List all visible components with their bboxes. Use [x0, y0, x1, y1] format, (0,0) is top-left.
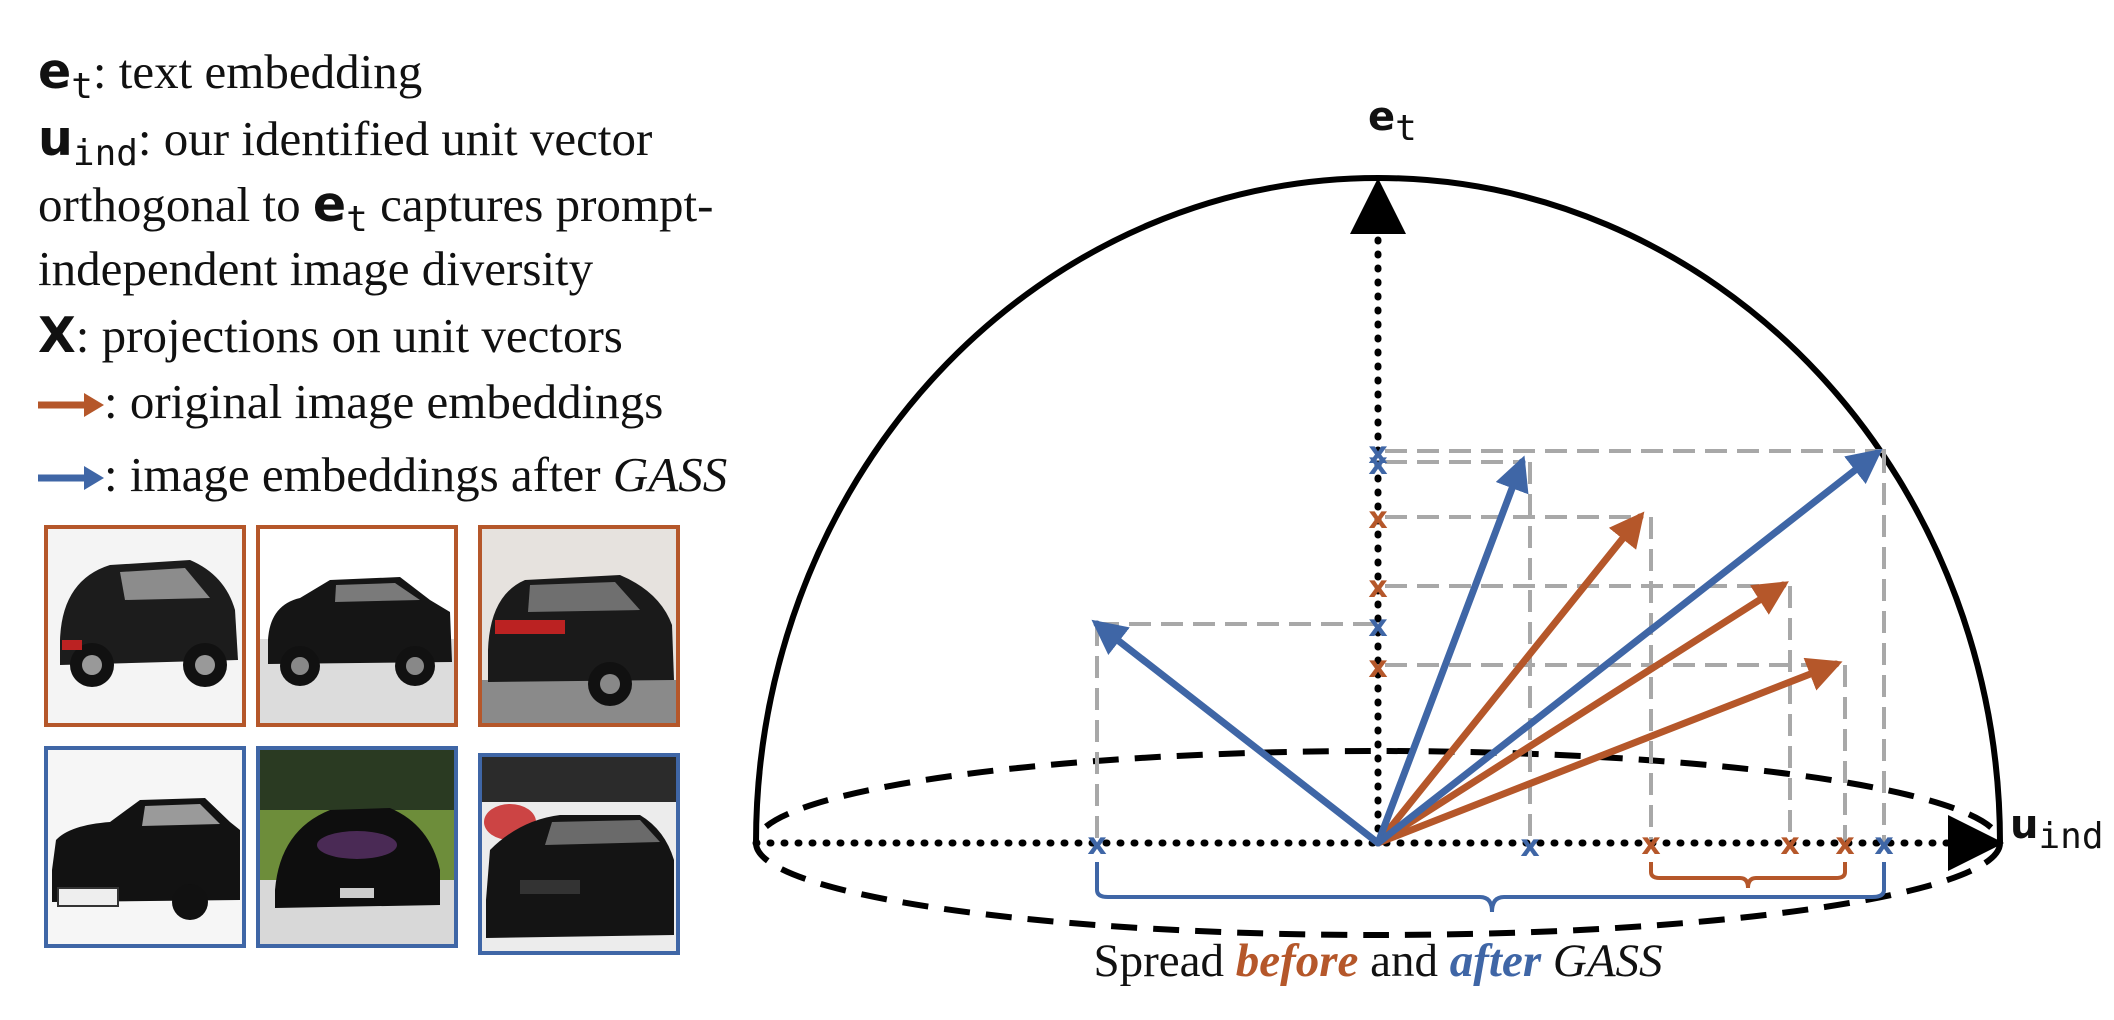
legend-blue-line: : image embeddings after GASS	[104, 447, 727, 502]
proj-mark-blue-v1: x	[1368, 436, 1387, 471]
orange-spread-brace	[1649, 862, 1847, 889]
car-photo-3	[478, 525, 680, 727]
thumbnail-grid	[44, 525, 680, 955]
legend-uind-line-3: independent image diversity	[38, 241, 594, 296]
proj-mark-blue-v2: x	[1368, 447, 1387, 482]
car-photo-6	[478, 753, 680, 955]
blue-arrow-icon	[38, 466, 104, 490]
car-photo-5	[256, 746, 458, 948]
proj-mark-orange-v1: x	[1368, 501, 1387, 536]
blue-spread-brace	[1095, 862, 1886, 913]
proj-mark-orange-v2: x	[1368, 570, 1387, 605]
proj-mark-blue-h2: x	[1520, 829, 1539, 864]
legend-orange-line: : original image embeddings	[104, 374, 663, 429]
proj-mark-orange-h3: x	[1835, 827, 1854, 862]
vertical-axis-label: et	[1368, 94, 1417, 149]
projection-marks: x x x x x x x x x x x x	[1087, 436, 1893, 864]
spread-caption: Spread before and after GASS	[1093, 935, 1662, 987]
legend: et: text embedding uind: our identified …	[38, 43, 727, 502]
blue-embedding-vector-1	[1091, 619, 1382, 847]
legend-x-line: X: projections on unit vectors	[38, 307, 623, 364]
legend-uind-line-1: uind: our identified unit vector	[38, 110, 652, 174]
car-photo-4	[44, 746, 246, 948]
proj-mark-orange-h1: x	[1641, 827, 1660, 862]
horizontal-axis-label: uind	[2010, 802, 2104, 857]
embedding-vectors	[1091, 448, 1883, 847]
legend-uind-line-2: orthogonal to et captures prompt-	[38, 176, 713, 240]
proj-mark-blue-v3: x	[1368, 609, 1387, 644]
projection-guides	[1095, 449, 1886, 843]
projection-diagram: et uind x x x x x x x x x x x x Spread b…	[752, 94, 2104, 987]
blue-embedding-vector-2	[1374, 455, 1529, 847]
orange-embedding-vector-2	[1374, 581, 1789, 847]
proj-mark-orange-v3: x	[1368, 650, 1387, 685]
proj-mark-orange-h2: x	[1780, 827, 1799, 862]
car-photo-1	[44, 525, 246, 727]
proj-mark-blue-h3: x	[1874, 827, 1893, 862]
orange-embedding-vector-1	[1374, 511, 1645, 847]
orange-arrow-icon	[38, 393, 104, 417]
proj-mark-blue-h1: x	[1087, 827, 1106, 862]
car-photo-2	[256, 525, 458, 727]
legend-et-line: et: text embedding	[38, 43, 422, 107]
orange-embedding-vector-3	[1374, 657, 1843, 847]
blue-embedding-vector-3	[1374, 448, 1883, 847]
